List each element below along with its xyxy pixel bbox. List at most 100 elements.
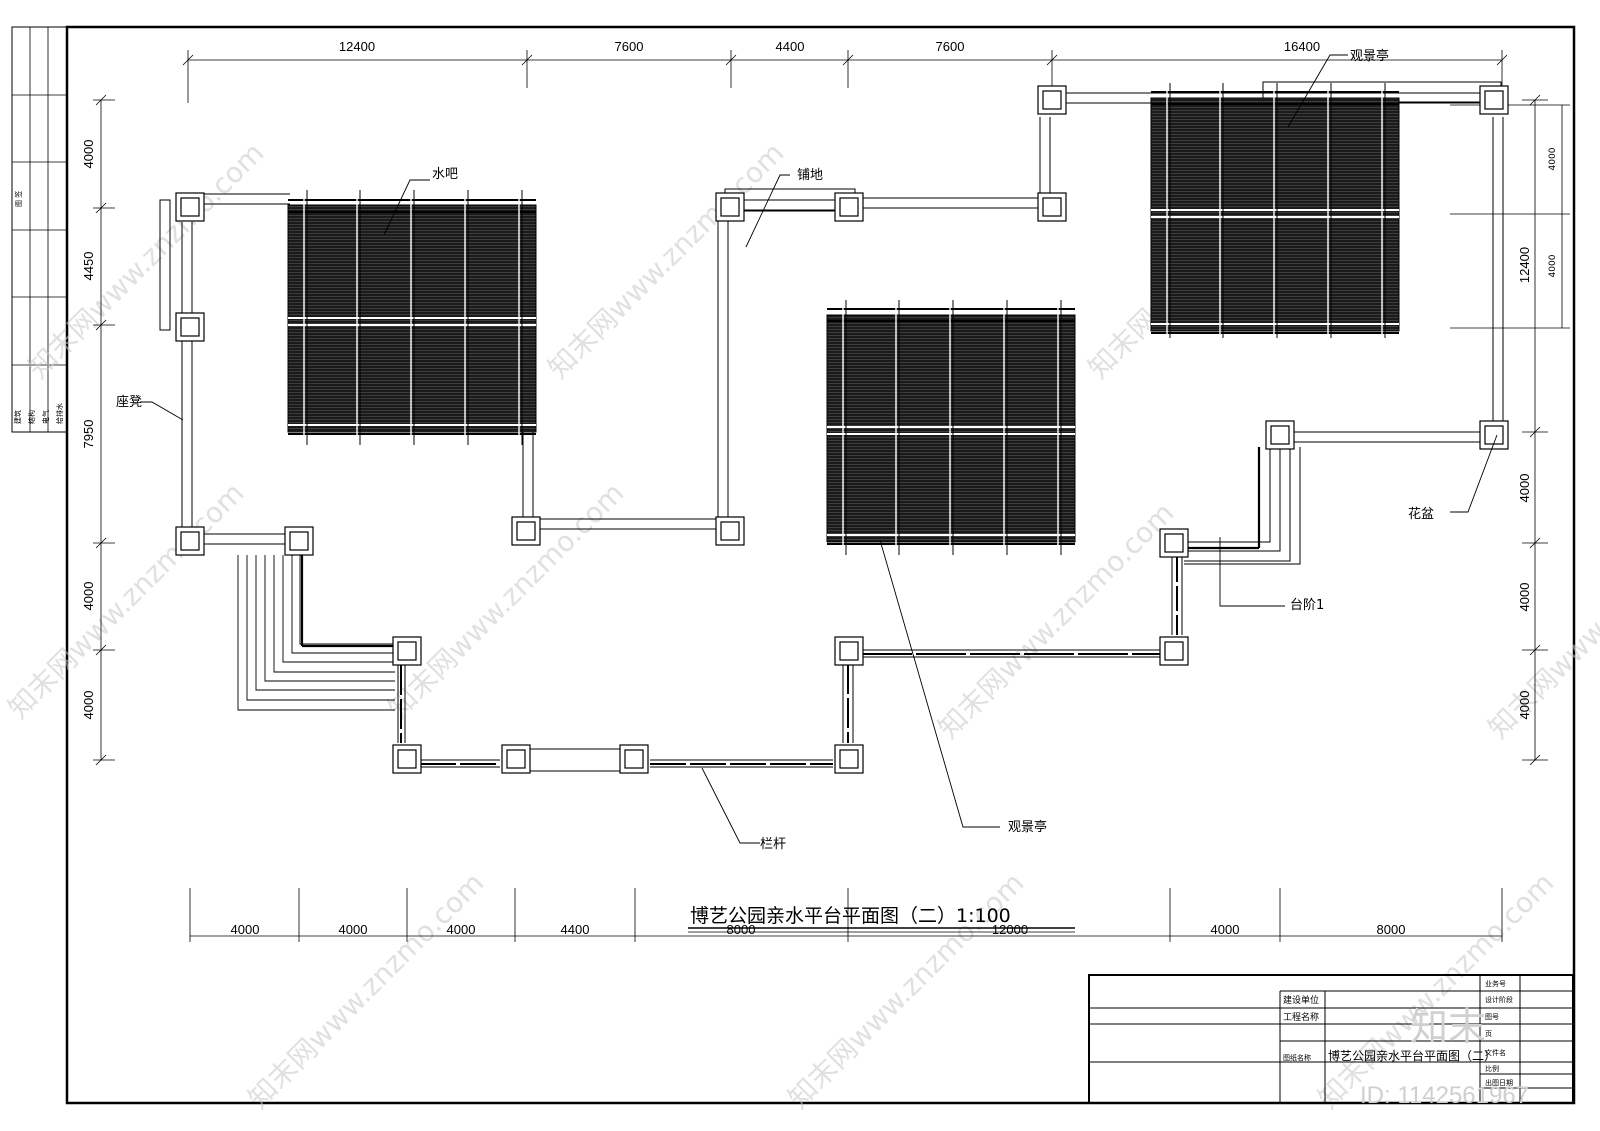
pavilion-water-bar bbox=[287, 190, 537, 445]
dim-top-1: 12400 bbox=[339, 39, 375, 54]
watermark-text: 知末网www.znzmo.com bbox=[542, 136, 791, 385]
dimension-bottom bbox=[189, 888, 1503, 942]
dim-bottom-3: 4000 bbox=[447, 922, 476, 937]
tb-project-name-label: 工程名称 bbox=[1283, 1011, 1319, 1023]
dim-right-1: 12400 bbox=[1517, 247, 1532, 283]
dimension-left-text: 4000 4450 7950 4000 4000 bbox=[81, 140, 96, 720]
label-water-bar: 水吧 bbox=[432, 167, 458, 182]
watermark-id: ID: 1142561967 bbox=[1360, 1082, 1529, 1109]
dimension-top bbox=[182, 50, 1508, 103]
column bbox=[511, 516, 541, 546]
label-flower-pot: 花盆 bbox=[1408, 506, 1434, 522]
left-strip-text: 图 签 建筑 结构 电气 给排水 bbox=[13, 191, 64, 424]
watermark-text: 知末网www.znzmo.com bbox=[242, 866, 491, 1115]
dim-left-1: 4000 bbox=[81, 140, 96, 169]
label-step: 台阶1 bbox=[1290, 598, 1324, 613]
column bbox=[501, 744, 531, 774]
dim-right-inner-1: 4000 bbox=[1548, 147, 1558, 170]
column bbox=[1479, 420, 1509, 450]
dim-bottom-5: 8000 bbox=[727, 922, 756, 937]
label-paving: 铺地 bbox=[797, 168, 823, 183]
dim-left-5: 4000 bbox=[81, 691, 96, 720]
drawing-title: 博艺公园亲水平台平面图（二）1:100 bbox=[690, 905, 1011, 927]
railing-segments bbox=[400, 447, 1261, 765]
dim-bottom-4: 4400 bbox=[561, 922, 590, 937]
strip-discipline-plumbing: 给排水 bbox=[55, 403, 64, 424]
strip-top-label: 图 签 bbox=[14, 191, 23, 207]
label-railing: 栏杆 bbox=[760, 837, 786, 852]
column bbox=[175, 526, 205, 556]
dim-bottom-6: 12000 bbox=[992, 922, 1028, 937]
column bbox=[1037, 85, 1067, 115]
sheet-border bbox=[11, 25, 1576, 1105]
dim-right-3: 4000 bbox=[1517, 583, 1532, 612]
left-steps bbox=[237, 555, 395, 711]
dim-right-2: 4000 bbox=[1517, 474, 1532, 503]
columns bbox=[175, 85, 1509, 774]
column bbox=[1479, 85, 1509, 115]
tb-drawing-name-label: 图纸名称 bbox=[1283, 1053, 1311, 1062]
column bbox=[834, 636, 864, 666]
tb-design-stage: 设计阶段 bbox=[1485, 995, 1513, 1004]
annotation-labels: 水吧 铺地 观景亭 座凳 花盆 台阶1 观景亭 栏杆 bbox=[116, 48, 1434, 852]
column bbox=[175, 192, 205, 222]
label-viewing-pavilion-bottom: 观景亭 bbox=[1008, 819, 1047, 835]
column bbox=[392, 744, 422, 774]
tb-scale: 比例 bbox=[1485, 1064, 1499, 1073]
column bbox=[1159, 636, 1189, 666]
strip-discipline-electrical: 电气 bbox=[41, 410, 50, 424]
column bbox=[1265, 420, 1295, 450]
watermark-brand: 知末 bbox=[1410, 1005, 1486, 1049]
dim-bottom-7: 4000 bbox=[1211, 922, 1240, 937]
dim-left-3: 7950 bbox=[81, 420, 96, 449]
tb-business-no: 业务号 bbox=[1485, 979, 1506, 988]
tb-file-name: 文件名 bbox=[1485, 1048, 1506, 1057]
label-viewing-pavilion-top: 观景亭 bbox=[1350, 48, 1389, 64]
column bbox=[834, 744, 864, 774]
tb-date: 出图日期 bbox=[1485, 1078, 1513, 1087]
column bbox=[619, 744, 649, 774]
dim-right-inner-2: 4000 bbox=[1548, 254, 1558, 277]
watermark-text: 知末网www.znzmo.com bbox=[782, 866, 1031, 1115]
watermark-text: 知末网www.znzmo.com bbox=[22, 136, 271, 385]
watermark-text: 知末网www.znzmo.com bbox=[382, 476, 631, 725]
dim-bottom-8: 8000 bbox=[1377, 922, 1406, 937]
strip-discipline-architecture: 建筑 bbox=[13, 410, 22, 424]
dimension-right bbox=[1450, 94, 1570, 766]
tb-drawing-no: 图号 bbox=[1485, 1013, 1499, 1021]
dim-top-2: 7600 bbox=[615, 39, 644, 54]
dim-bottom-2: 4000 bbox=[339, 922, 368, 937]
leaders bbox=[140, 54, 1498, 844]
dimension-top-text: 12400 7600 4400 7600 16400 bbox=[339, 39, 1320, 54]
dim-left-4: 4000 bbox=[81, 582, 96, 611]
column bbox=[715, 516, 745, 546]
column bbox=[175, 312, 205, 342]
column bbox=[284, 526, 314, 556]
dim-right-4: 4000 bbox=[1517, 691, 1532, 720]
dim-top-5: 16400 bbox=[1284, 39, 1320, 54]
tb-drawing-name-value: 博艺公园亲水平台平面图（二） bbox=[1328, 1048, 1496, 1063]
dim-bottom-1: 4000 bbox=[231, 922, 260, 937]
tb-sheet: 页 bbox=[1485, 1030, 1492, 1038]
column bbox=[715, 192, 745, 222]
dim-top-3: 4400 bbox=[776, 39, 805, 54]
dim-top-4: 7600 bbox=[936, 39, 965, 54]
column bbox=[392, 636, 422, 666]
watermark-text: 知末网www.znzmo.com bbox=[1482, 496, 1600, 745]
dimension-bottom-text: 4000 4000 4000 4400 8000 12000 4000 8000 bbox=[231, 922, 1406, 937]
pavilion-top-right bbox=[1150, 83, 1400, 338]
title-block bbox=[1088, 974, 1574, 1104]
platform-walls bbox=[159, 81, 1504, 772]
column bbox=[834, 192, 864, 222]
title-block-text: 建设单位 工程名称 图纸名称 博艺公园亲水平台平面图（二） 业务号 设计阶段 图… bbox=[1283, 979, 1513, 1087]
column bbox=[1159, 528, 1189, 558]
dimension-left bbox=[93, 94, 115, 766]
dim-left-2: 4450 bbox=[81, 252, 96, 281]
dimension-right-text: 12400 4000 4000 4000 4000 4000 bbox=[1517, 147, 1558, 719]
tb-build-unit-label: 建设单位 bbox=[1283, 994, 1319, 1006]
pavilion-center bbox=[826, 300, 1076, 555]
label-bench: 座凳 bbox=[116, 394, 142, 410]
strip-discipline-structure: 结构 bbox=[27, 410, 36, 424]
watermark-text: 知末网www.znzmo.com bbox=[2, 476, 251, 725]
